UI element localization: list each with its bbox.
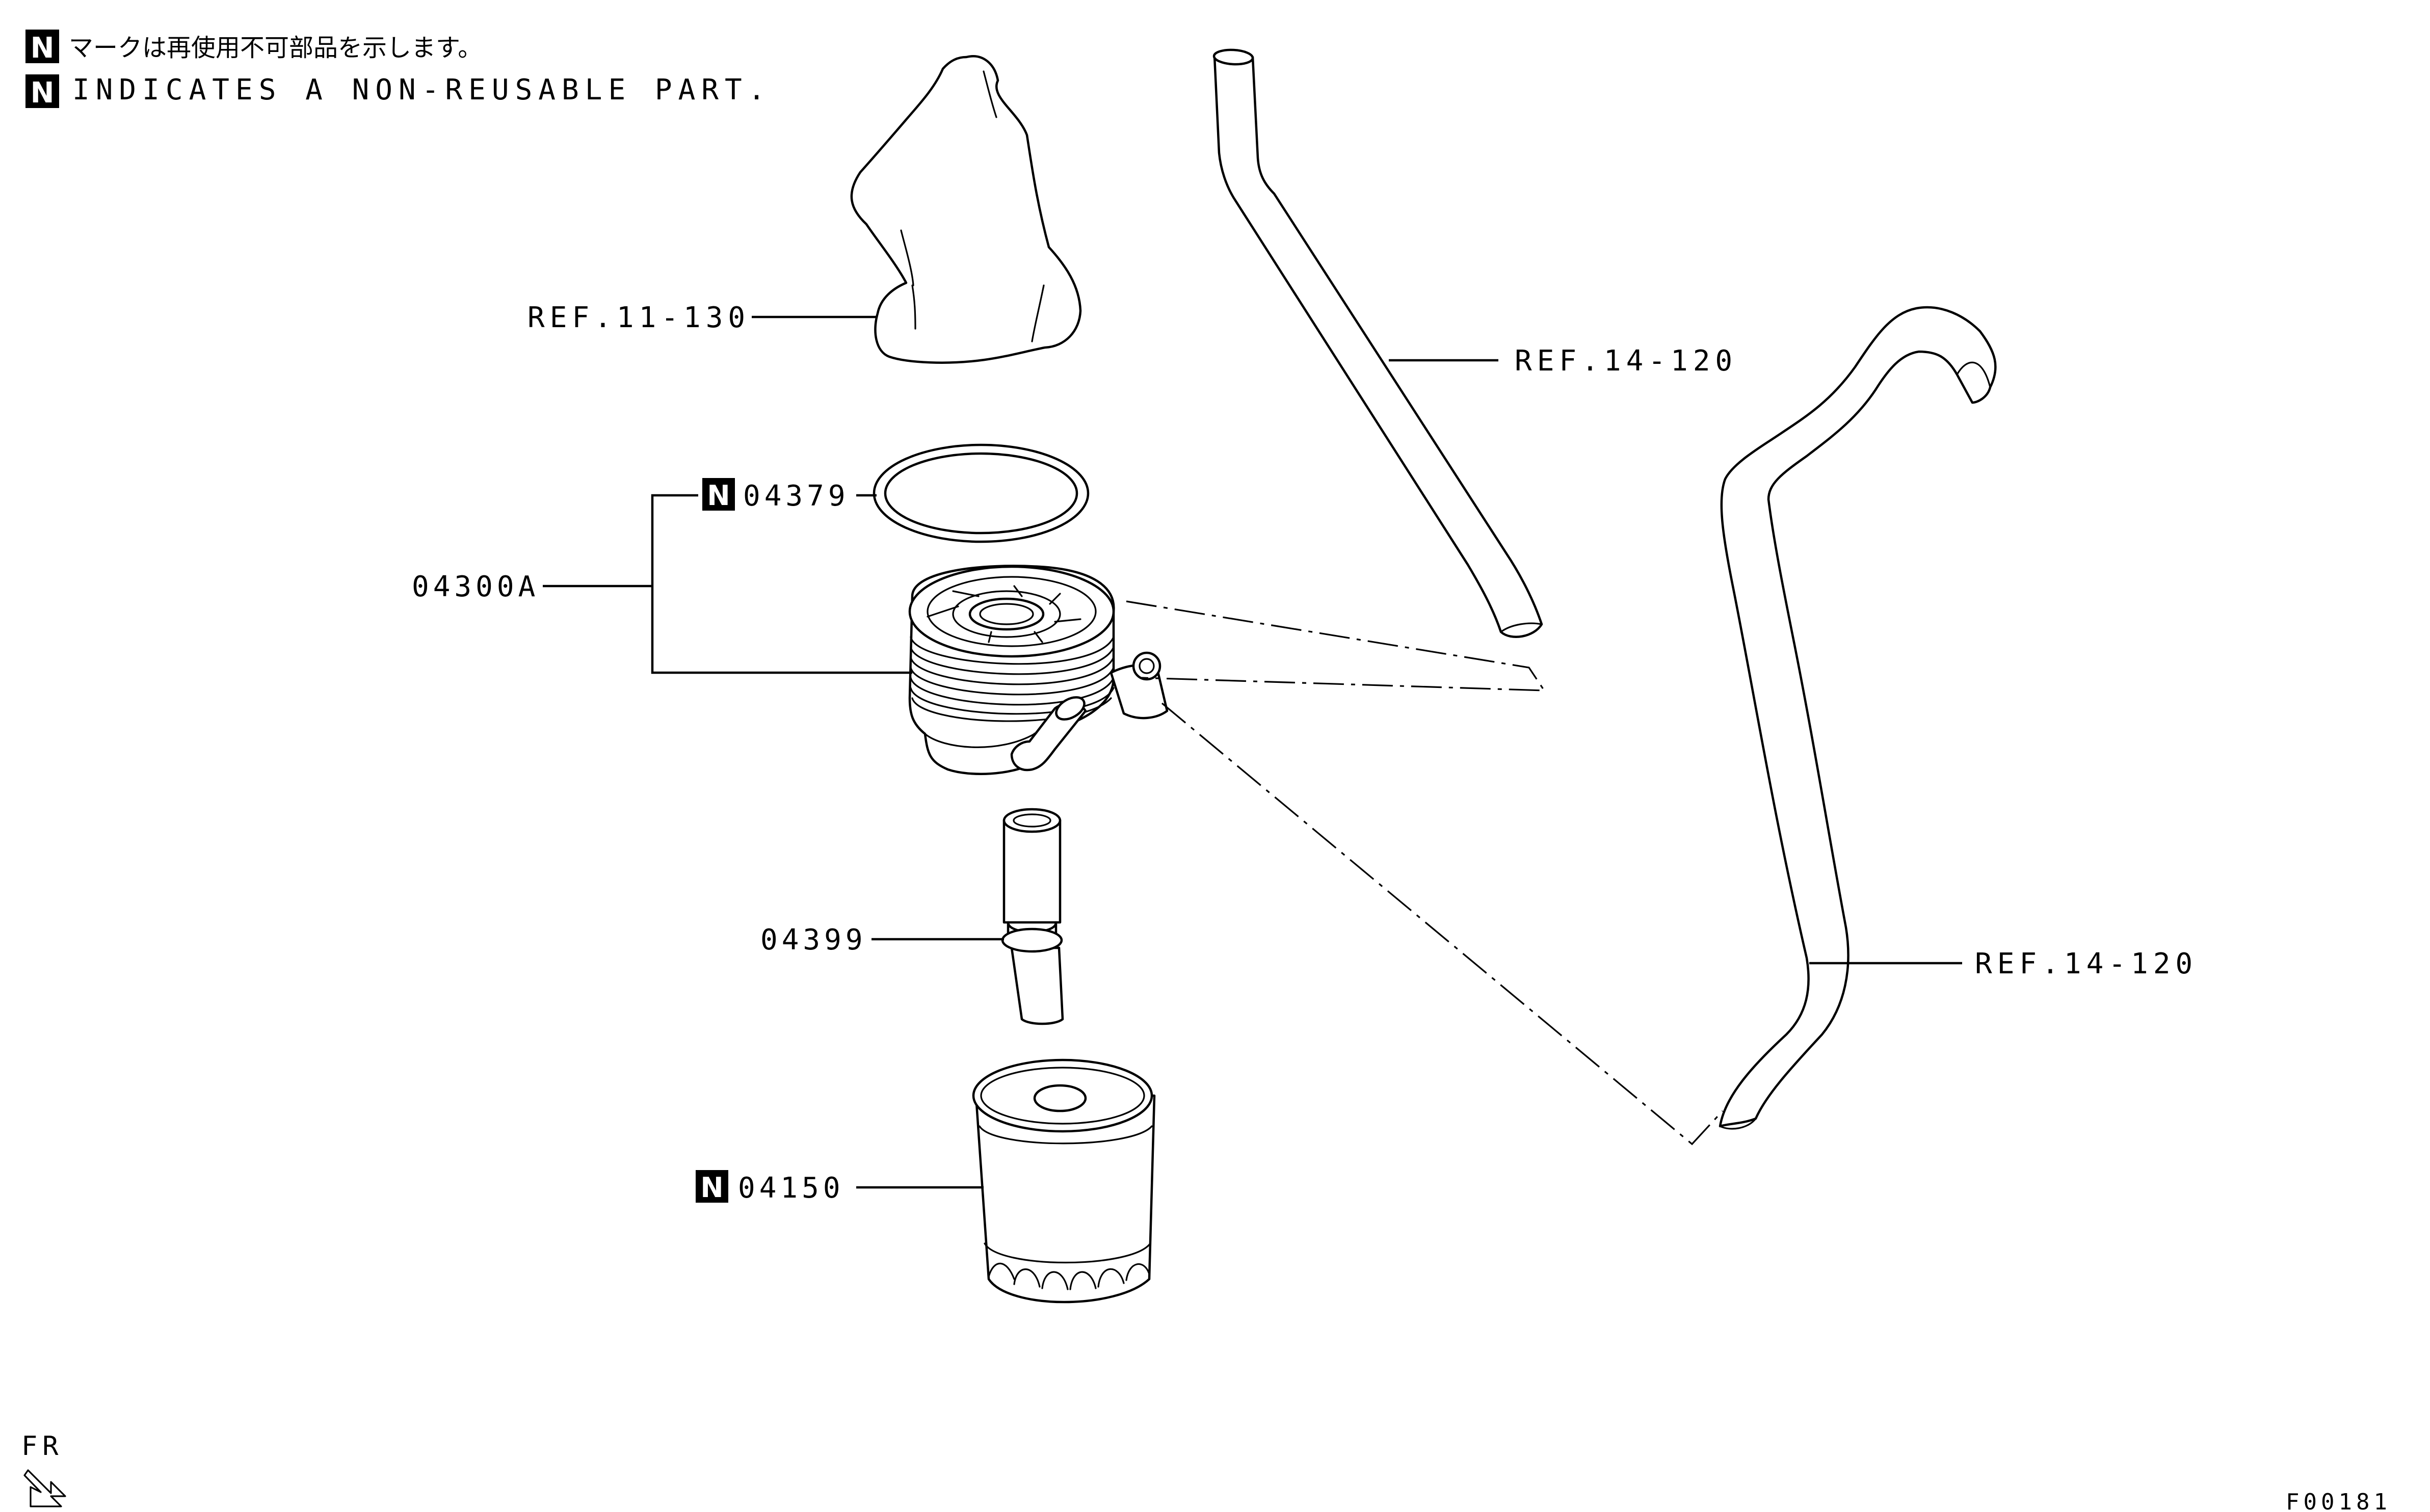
legend-line-en: INDICATES A NON-REUSABLE PART.	[72, 73, 771, 107]
non-reusable-mark-icon	[696, 1170, 728, 1203]
upper-water-hose-part	[1212, 48, 1543, 639]
front-direction-arrow-icon	[23, 1469, 66, 1507]
o-ring-part-number: 04379	[743, 480, 850, 513]
ref-lower-hose-label: REF.14-120	[1975, 947, 2198, 980]
lower-water-hose-part	[1719, 306, 1997, 1130]
legend-mark-letter: N	[31, 32, 55, 65]
mark-letter: N	[707, 480, 730, 512]
legend: N マークは再使用不可部品を示します。 N INDICATES A NON-RE…	[25, 30, 771, 110]
ref-oil-filler-label: REF.11-130	[527, 301, 750, 334]
oil-cooler-part-number: 04300A	[412, 570, 539, 603]
oil-filter-part-number: 04150	[738, 1172, 844, 1205]
connector-bolt-part	[1001, 808, 1064, 1025]
o-ring-part	[873, 443, 1090, 543]
hose-connection-phantom-lines	[1126, 600, 1724, 1146]
callout-labels: REF.11-130 REF.14-120 REF.14-120 N 04379…	[412, 301, 2198, 1205]
non-reusable-mark-icon	[702, 478, 735, 511]
oil-cooler-part	[908, 565, 1169, 775]
front-direction-label: FR	[21, 1431, 64, 1462]
oil-filler-tube-part	[850, 55, 1082, 364]
non-reusable-mark-icon	[25, 30, 59, 63]
legend-line-jp: マークは再使用不可部品を示します。	[69, 34, 482, 62]
connector-bolt-part-number: 04399	[760, 923, 867, 957]
ref-upper-hose-label: REF.14-120	[1515, 344, 1737, 378]
leader-lines	[543, 315, 1962, 1189]
mark-letter: N	[700, 1172, 723, 1204]
legend-mark-letter: N	[31, 76, 55, 110]
non-reusable-mark-icon	[25, 74, 59, 108]
figure-code: F00181	[2286, 1489, 2391, 1512]
oil-filter-part	[972, 1058, 1156, 1304]
orientation-indicator: FR	[21, 1431, 66, 1507]
